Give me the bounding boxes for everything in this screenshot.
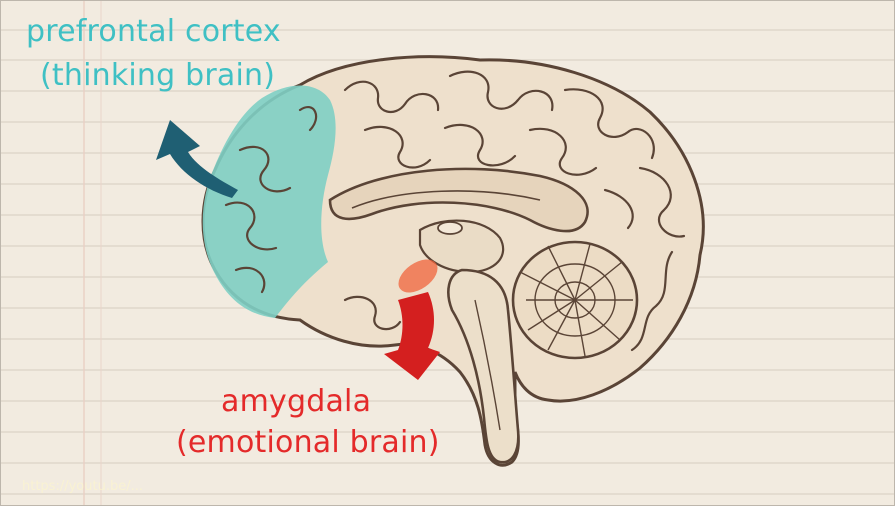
prefrontal-cortex-label: prefrontal cortex [26, 17, 281, 47]
watermark-url: https://youtu.be/... [22, 479, 143, 494]
amygdala-label: amygdala [221, 387, 371, 417]
cerebellum [513, 242, 637, 358]
thinking-brain-label: (thinking brain) [40, 61, 275, 91]
emotional-brain-label: (emotional brain) [176, 428, 440, 458]
